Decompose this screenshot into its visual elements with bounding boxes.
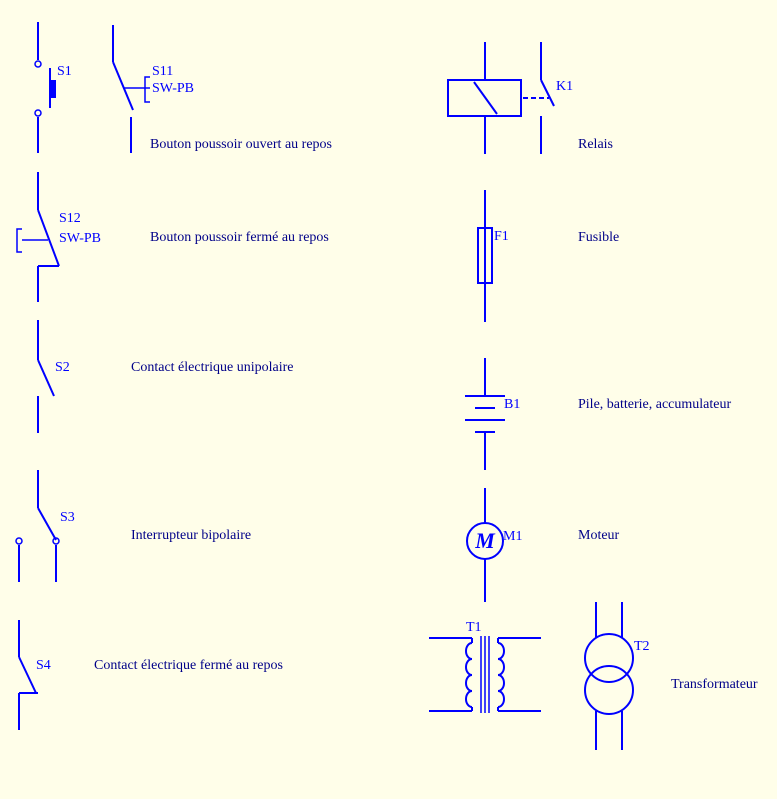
k1-ref: K1: [556, 79, 574, 94]
s4-ref: S4: [36, 658, 51, 673]
s12-ref: S12: [59, 211, 81, 226]
s11-symbol: [112, 25, 150, 153]
s11-ref: S11: [152, 64, 174, 79]
b1-ref: B1: [504, 397, 521, 412]
b1-symbol: [465, 358, 505, 470]
s4-description: Contact électrique fermé au repos: [94, 658, 283, 673]
m1-ref: M1: [503, 529, 523, 544]
m1-symbol: [466, 488, 504, 602]
b1-description: Pile, batterie, accumulateur: [578, 397, 732, 412]
s11-description: Bouton poussoir ouvert au repos: [150, 137, 332, 152]
t1-ref: T1: [466, 620, 482, 635]
f1-symbol: [477, 190, 493, 322]
s4-symbol: [18, 620, 38, 730]
m1-glyph: M: [475, 528, 495, 553]
s12-description: Bouton poussoir fermé au repos: [150, 230, 329, 245]
f1-ref: F1: [494, 229, 509, 244]
s2-symbol: [37, 320, 55, 433]
k1-description: Relais: [578, 137, 613, 152]
s12-part: SW-PB: [59, 231, 102, 246]
t2-ref: T2: [634, 639, 650, 654]
s11-part: SW-PB: [152, 81, 195, 96]
k1-symbol: [447, 42, 555, 154]
s3-ref: S3: [60, 510, 75, 525]
m1-description: Moteur: [578, 528, 620, 543]
s2-ref: S2: [55, 360, 70, 375]
t2-symbol: [584, 602, 634, 750]
s2-description: Contact électrique unipolaire: [131, 360, 294, 375]
s1-ref: S1: [57, 64, 72, 79]
s3-description: Interrupteur bipolaire: [131, 528, 252, 543]
f1-description: Fusible: [578, 230, 620, 245]
t1-symbol: [429, 636, 541, 713]
t2-description: Transformateur: [671, 677, 758, 692]
s3-symbol: [15, 470, 60, 582]
s1-symbol: [34, 22, 56, 153]
s12-symbol: [16, 172, 60, 302]
